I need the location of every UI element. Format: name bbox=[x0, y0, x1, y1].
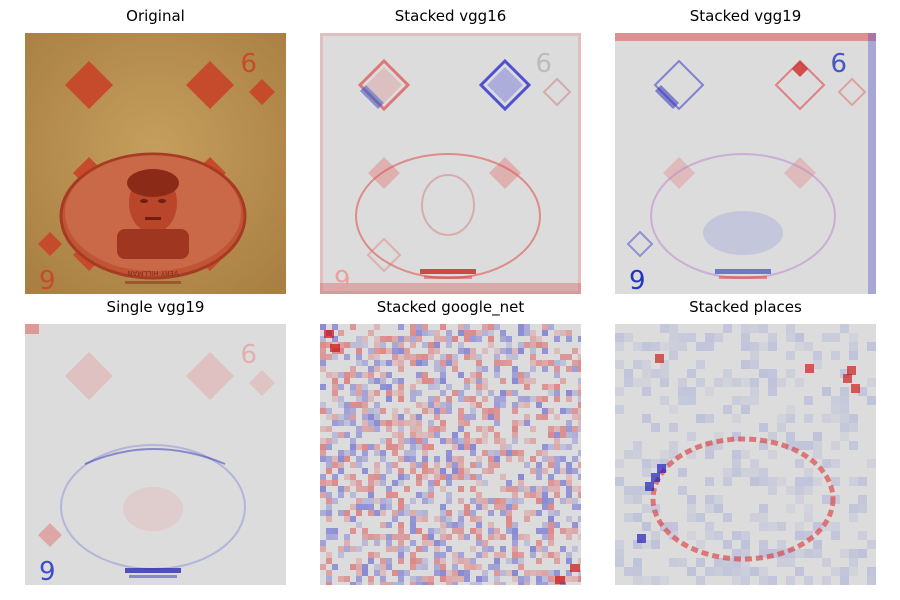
panel-title: Single vgg19 bbox=[106, 298, 205, 316]
saliency-image bbox=[615, 324, 876, 585]
saliency-image: 9 9 bbox=[25, 324, 286, 585]
svg-text:9: 9 bbox=[334, 266, 351, 294]
svg-text:9: 9 bbox=[240, 337, 257, 367]
original-card-image: 9 9 VERY HILLMAN bbox=[25, 33, 286, 294]
saliency-image: 9 9 bbox=[615, 33, 876, 294]
saliency-image bbox=[320, 324, 581, 585]
panel-title: Stacked vgg19 bbox=[689, 7, 802, 25]
svg-text:9: 9 bbox=[535, 46, 552, 76]
svg-text:9: 9 bbox=[240, 46, 257, 76]
saliency-image: 9 9 bbox=[320, 33, 581, 294]
card-name-text: VERY HILLMAN bbox=[127, 269, 178, 277]
panel-title: Stacked places bbox=[689, 298, 802, 316]
panel-title: Stacked google_net bbox=[376, 298, 525, 316]
svg-text:9: 9 bbox=[830, 46, 847, 76]
svg-text:9: 9 bbox=[39, 557, 56, 585]
svg-text:9: 9 bbox=[629, 266, 646, 294]
panel-title: Original bbox=[126, 7, 185, 25]
svg-text:9: 9 bbox=[39, 266, 56, 294]
panel-title: Stacked vgg16 bbox=[394, 7, 507, 25]
